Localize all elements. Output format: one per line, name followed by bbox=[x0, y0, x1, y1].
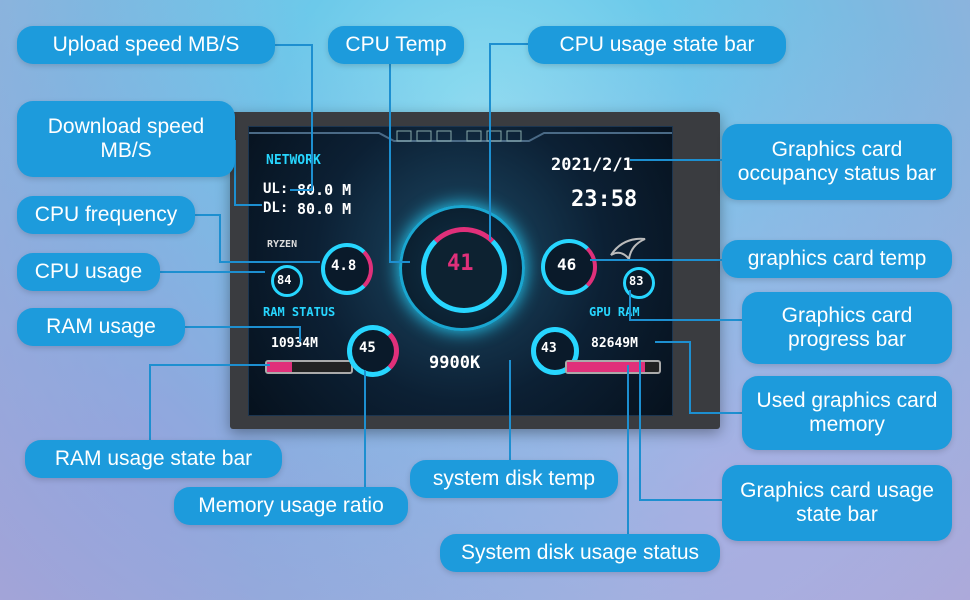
callout-upload-speed: Upload speed MB/S bbox=[17, 26, 275, 64]
callout-gpu-usage-bar: Graphics card usage state bar bbox=[722, 465, 952, 541]
memory-ratio-value: 45 bbox=[359, 340, 376, 356]
ram-usage-bar bbox=[265, 360, 353, 374]
callout-memory-usage-ratio: Memory usage ratio bbox=[174, 487, 408, 525]
memory-ratio-gauge bbox=[347, 325, 399, 377]
ram-status-title: RAM STATUS bbox=[263, 305, 336, 319]
network-title: NETWORK bbox=[266, 153, 321, 168]
callout-used-gpu-memory: Used graphics card memory bbox=[742, 376, 952, 450]
gpu-ram-title: GPU RAM bbox=[589, 305, 640, 319]
callout-ram-usage-bar: RAM usage state bar bbox=[25, 440, 282, 478]
gpu-usage-bar bbox=[565, 360, 661, 374]
cpu-usage-value: 84 bbox=[277, 273, 292, 287]
download-value: 80.0 M bbox=[297, 200, 352, 218]
callout-gpu-occupancy-bar: Graphics card occupancy status bar bbox=[722, 124, 952, 200]
cpu-temp-value: 41 bbox=[447, 251, 474, 276]
gpu-temp-value: 46 bbox=[557, 255, 577, 274]
download-label: DL: bbox=[263, 200, 289, 216]
callout-system-disk-temp: system disk temp bbox=[410, 460, 618, 498]
callout-system-disk-usage: System disk usage status bbox=[440, 534, 720, 572]
monitor-screen: NETWORK UL: 80.0 M DL: 80.0 M 2021/2/1 2… bbox=[248, 126, 673, 416]
date-display: 2021/2/1 bbox=[551, 155, 633, 175]
callout-cpu-frequency: CPU frequency bbox=[17, 196, 195, 234]
gpu-usage-value: 83 bbox=[629, 274, 644, 288]
rog-logo-icon bbox=[610, 237, 646, 262]
callout-cpu-usage-bar: CPU usage state bar bbox=[528, 26, 786, 64]
gpu-memory-used-value: 82649M bbox=[591, 336, 638, 351]
cpu-frequency-gauge bbox=[321, 243, 373, 295]
ryzen-logo: RYZEN bbox=[267, 239, 298, 250]
gpu-usage-bar-fill bbox=[567, 362, 646, 372]
upload-label: UL: bbox=[263, 181, 289, 197]
callout-gpu-progress-bar: Graphics card progress bar bbox=[742, 292, 952, 364]
cpu-model-label: 9900K bbox=[429, 353, 481, 373]
callout-download-speed: Download speed MB/S bbox=[17, 101, 235, 177]
ram-used-value: 10934M bbox=[271, 336, 318, 351]
callout-cpu-usage: CPU usage bbox=[17, 253, 160, 291]
time-display: 23:58 bbox=[571, 187, 638, 212]
ram-usage-bar-fill bbox=[267, 362, 293, 372]
callout-ram-usage: RAM usage bbox=[17, 308, 185, 346]
callout-cpu-temp: CPU Temp bbox=[328, 26, 464, 64]
upload-value: 80.0 M bbox=[297, 181, 352, 199]
cpu-usage-ring bbox=[421, 227, 507, 313]
disk-temp-value: 43 bbox=[541, 341, 557, 356]
callout-gpu-temp: graphics card temp bbox=[722, 240, 952, 278]
cpu-frequency-value: 4.8 bbox=[331, 258, 357, 274]
gpu-temp-gauge bbox=[541, 239, 597, 295]
cpu-usage-gauge bbox=[271, 265, 303, 297]
